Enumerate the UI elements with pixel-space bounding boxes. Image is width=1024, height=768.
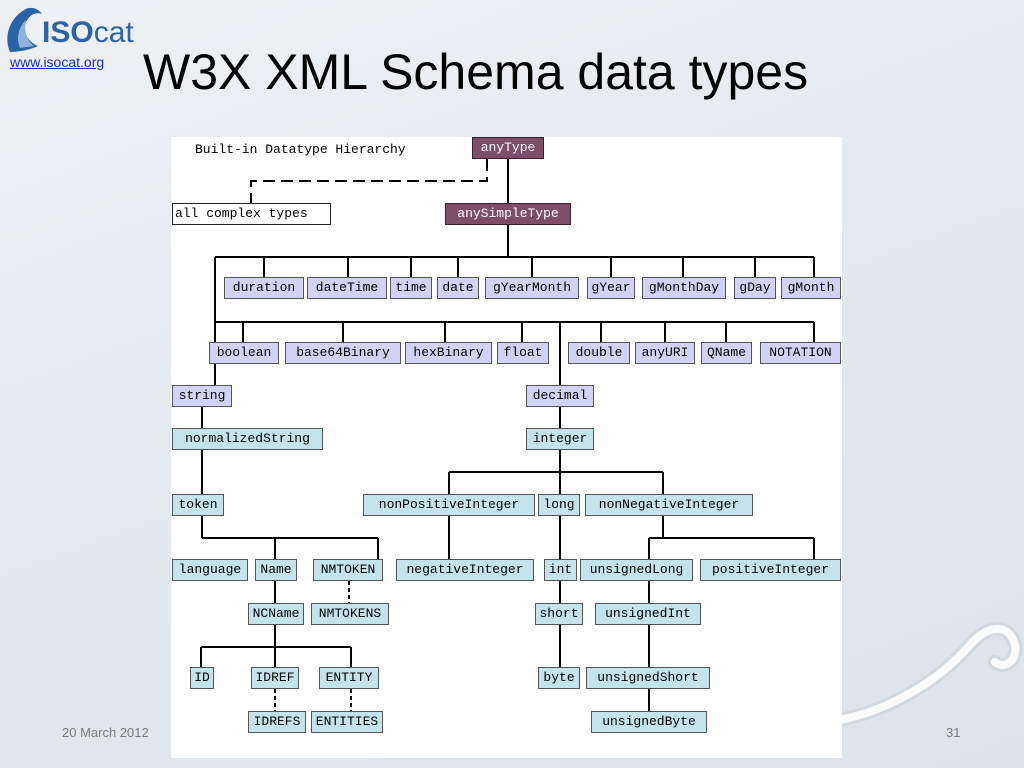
node-language: language: [172, 559, 248, 581]
diagram-caption: Built-in Datatype Hierarchy: [195, 142, 406, 157]
isocat-logo: ISOcat www.isocat.org: [2, 2, 142, 76]
node-unsignedint: unsignedInt: [595, 603, 701, 625]
node-decimal: decimal: [526, 385, 594, 407]
node-id: ID: [190, 667, 214, 689]
slide-title: W3X XML Schema data types: [143, 44, 809, 100]
node-int: int: [544, 559, 577, 581]
logo-wordmark: ISOcat: [42, 18, 134, 48]
node-name: Name: [255, 559, 297, 581]
node-idref: IDREF: [251, 667, 299, 689]
isocat-url-link[interactable]: www.isocat.org: [10, 54, 105, 70]
node-anysimpletype: anySimpleType: [445, 203, 571, 225]
node-gyear: gYear: [587, 277, 635, 299]
node-anyuri: anyURI: [635, 342, 695, 364]
hierarchy-connectors: [200, 159, 815, 711]
decorative-swirl: [833, 621, 1023, 727]
datatype-hierarchy-diagram: Built-in Datatype Hierarchy anyType all …: [171, 137, 842, 758]
node-double: double: [568, 342, 630, 364]
node-date: date: [437, 277, 479, 299]
footer-date: 20 March 2012: [62, 725, 149, 740]
node-nonpositiveinteger: nonPositiveInteger: [363, 494, 535, 516]
node-all-complex-types: all complex types: [172, 203, 331, 225]
node-gmonthday: gMonthDay: [642, 277, 726, 299]
page-number: 31: [946, 725, 961, 740]
node-gday: gDay: [734, 277, 776, 299]
node-notation: NOTATION: [760, 342, 841, 364]
node-negativeinteger: negativeInteger: [396, 559, 534, 581]
node-unsignedshort: unsignedShort: [586, 667, 710, 689]
node-nmtokens: NMTOKENS: [311, 603, 389, 625]
node-base64binary: base64Binary: [285, 342, 401, 364]
node-qname: QName: [701, 342, 752, 364]
node-unsignedbyte: unsignedByte: [591, 711, 707, 733]
node-token: token: [172, 494, 224, 516]
logo-iso-text: ISO: [42, 16, 94, 49]
node-time: time: [390, 277, 432, 299]
node-gyearmonth: gYearMonth: [485, 277, 579, 299]
node-idrefs: IDREFS: [248, 711, 306, 733]
node-byte: byte: [538, 667, 580, 689]
node-integer: integer: [526, 428, 594, 450]
node-string: string: [172, 385, 232, 407]
node-gmonth: gMonth: [781, 277, 841, 299]
node-unsignedlong: unsignedLong: [580, 559, 693, 581]
node-float: float: [497, 342, 549, 364]
node-boolean: boolean: [209, 342, 279, 364]
cat-logo-icon: [7, 7, 42, 52]
node-entities: ENTITIES: [311, 711, 383, 733]
node-nmtoken: NMTOKEN: [313, 559, 383, 581]
node-nonnegativeinteger: nonNegativeInteger: [585, 494, 753, 516]
node-duration: duration: [224, 277, 304, 299]
node-short: short: [535, 603, 583, 625]
node-anytype: anyType: [472, 137, 544, 159]
node-normalizedstring: normalizedString: [172, 428, 323, 450]
node-positiveinteger: positiveInteger: [700, 559, 841, 581]
node-datetime: dateTime: [307, 277, 387, 299]
node-hexbinary: hexBinary: [405, 342, 492, 364]
node-entity: ENTITY: [319, 667, 379, 689]
logo-cat-text: cat: [93, 16, 134, 49]
node-ncname: NCName: [248, 603, 304, 625]
node-long: long: [538, 494, 580, 516]
